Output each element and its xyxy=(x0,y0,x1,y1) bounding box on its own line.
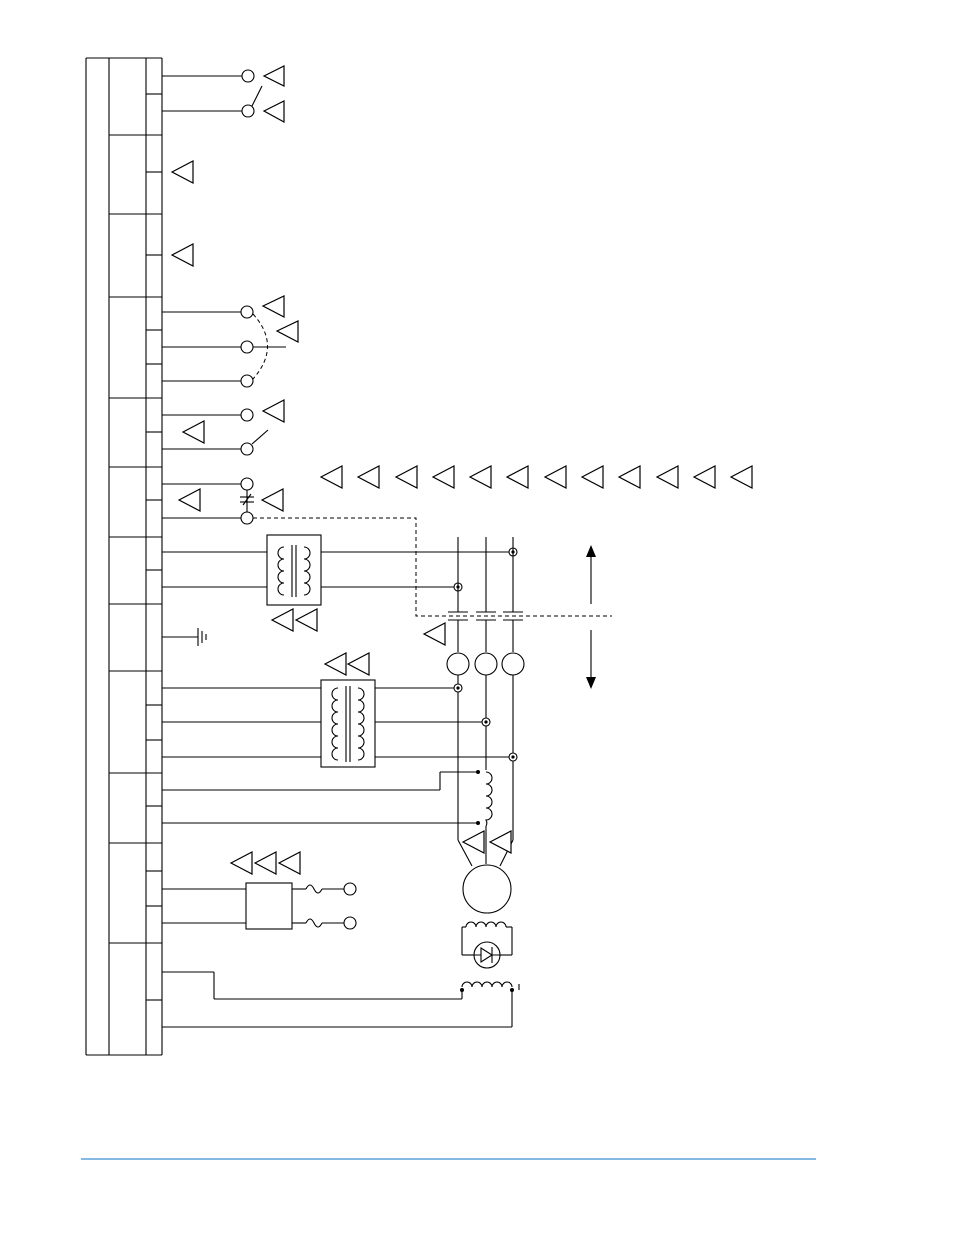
three-phase-bus xyxy=(446,537,525,867)
breaker-aux-contact xyxy=(162,477,612,617)
heater-module xyxy=(162,882,357,930)
callout-row xyxy=(319,465,753,489)
transformer-upper xyxy=(162,534,518,606)
triangle-callout-icon xyxy=(170,243,194,267)
triangle-callout-icon xyxy=(261,295,285,318)
ct-circle xyxy=(474,652,498,676)
terminal-strip xyxy=(85,57,163,1056)
current-transformer-coil xyxy=(162,770,493,827)
triangle-callout-icon xyxy=(461,830,485,854)
triangle-callout-icon xyxy=(346,652,370,676)
triangle-callout-icon xyxy=(617,465,641,489)
triangle-callout-icon xyxy=(181,420,205,444)
diode-icon xyxy=(473,941,501,969)
triangle-callout-icon xyxy=(260,488,284,512)
triangle-callout-icon xyxy=(505,465,529,489)
switch-top xyxy=(162,69,263,118)
triangle-callout-icon xyxy=(543,465,567,489)
triangle-callout-icon xyxy=(294,608,318,632)
triangle-callout-icon xyxy=(253,851,277,875)
triangle-callout-icon xyxy=(468,465,492,489)
selector-switch xyxy=(162,305,286,388)
exciter xyxy=(461,921,513,969)
triangle-callout-icon xyxy=(356,465,380,489)
field-coil xyxy=(162,971,520,1028)
triangle-callout-icon xyxy=(262,65,285,87)
triangle-callout-icon xyxy=(319,465,343,489)
triangle-callout-icon xyxy=(170,160,194,184)
triangle-callout-icon xyxy=(729,465,753,489)
triangle-callout-icon xyxy=(692,465,716,489)
double-headed-arrow-icon xyxy=(586,545,596,689)
triangle-callout-icon xyxy=(394,465,418,489)
triangle-callout-icon xyxy=(275,320,299,343)
triangle-callout-icon xyxy=(229,851,253,875)
ground-icon xyxy=(162,628,207,646)
triangle-callout-icon xyxy=(177,488,201,512)
triangle-callout-icon xyxy=(262,100,285,124)
triangle-callout-icon xyxy=(580,465,604,489)
ct-circle xyxy=(501,652,525,676)
triangle-callout-icon xyxy=(655,465,679,489)
terminal-separators xyxy=(146,93,162,1001)
triangle-callout-icon xyxy=(323,652,347,676)
transformer-lower xyxy=(162,679,518,768)
generator-circle-icon xyxy=(462,864,512,914)
triangle-callout-icon xyxy=(431,465,455,489)
triangle-callout-icon xyxy=(261,399,285,423)
triangle-callout-icon xyxy=(270,608,294,632)
switch-middle xyxy=(162,408,269,456)
triangle-callout-icon xyxy=(488,830,512,854)
terminal-group-separators xyxy=(109,134,162,944)
triangle-callout-icon xyxy=(277,851,301,875)
triangle-callout-icon xyxy=(422,622,446,646)
ct-circle xyxy=(446,652,470,676)
